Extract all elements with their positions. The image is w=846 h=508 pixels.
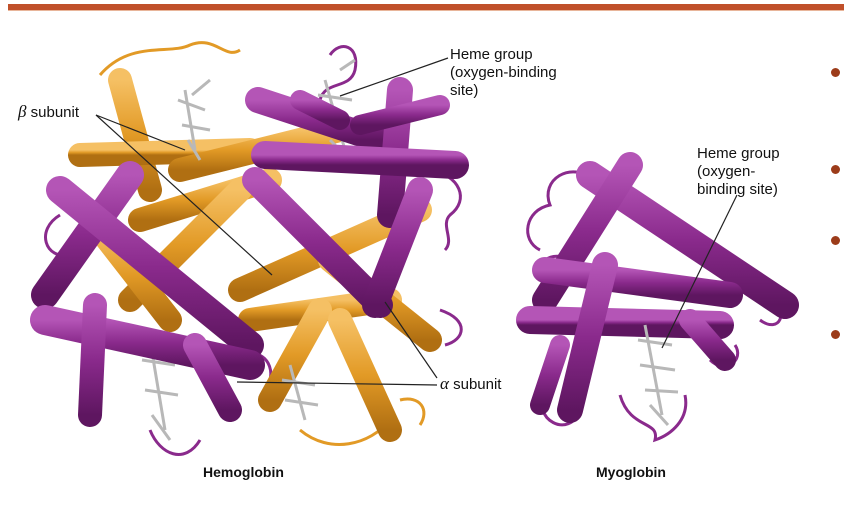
alpha-symbol: α: [440, 374, 449, 393]
myoglobin-caption: Myoglobin: [596, 464, 666, 480]
myoglobin-heme-group: [637, 324, 679, 427]
myoglobin-structure: [516, 152, 799, 443]
bullet-4: [831, 330, 840, 339]
heme-hb-line-3: site): [450, 82, 479, 99]
alpha-subunit-label: α subunit: [440, 375, 501, 394]
heme-hb-line-1: Heme group: [450, 46, 533, 63]
heme-group-label-myoglobin: Heme group (oxygen- binding site): [697, 145, 780, 199]
myoglobin-helices: [516, 152, 799, 423]
heme-mb-line-1: Heme group: [697, 145, 780, 162]
heme-mb-line-2: (oxygen-: [697, 163, 756, 180]
beta-text: subunit: [30, 104, 80, 121]
heme-mb-line-3: binding site): [697, 181, 778, 198]
leader-lines: [95, 57, 738, 386]
hemoglobin-structure: [30, 41, 469, 456]
beta-symbol: β: [18, 102, 27, 121]
hemoglobin-caption: Hemoglobin: [203, 464, 284, 480]
header-rule: [8, 4, 844, 11]
alpha-text: subunit: [453, 376, 502, 393]
beta-subunit-label: β subunit: [18, 103, 79, 122]
heme-group-label-hemoglobin: Heme group (oxygen-binding site): [450, 46, 557, 100]
bullet-3: [831, 236, 840, 245]
bullet-1: [831, 68, 840, 77]
heme-hb-line-2: (oxygen-binding: [450, 64, 557, 81]
bullet-2: [831, 165, 840, 174]
alpha-helices: [30, 77, 469, 441]
